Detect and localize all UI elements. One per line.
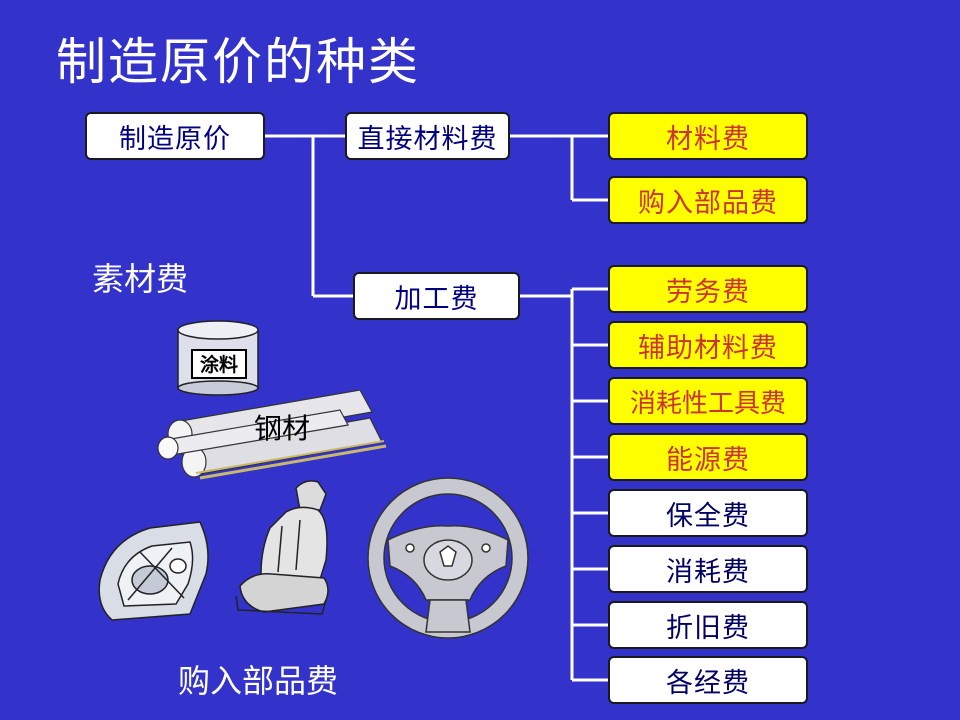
raw-material-caption: 素材费: [92, 260, 189, 298]
processing-node: 加工费: [353, 272, 520, 320]
purchased-parts-caption: 购入部品费: [178, 662, 339, 700]
leaf-auxiliary-material: 辅助材料费: [608, 321, 808, 369]
paint-label: 涂料: [200, 353, 238, 376]
steel-pipes-icon: [157, 389, 387, 480]
paint-can-icon: 涂料: [177, 320, 259, 396]
steel-label: 钢材: [254, 412, 310, 445]
leaf-material: 材料费: [608, 112, 808, 160]
headlight-icon: [98, 521, 209, 621]
steering-wheel-icon: [367, 477, 529, 639]
leaf-depreciation: 折旧费: [608, 601, 808, 649]
leaf-consumption: 消耗费: [608, 545, 808, 593]
page-title: 制造原价的种类: [56, 33, 420, 91]
leaf-labor: 劳务费: [608, 265, 808, 313]
root-node: 制造原价: [85, 112, 265, 160]
leaf-energy: 能源费: [608, 433, 808, 481]
leaf-consumable-tools: 消耗性工具费: [608, 377, 808, 425]
leaf-misc-expenses: 各经费: [608, 656, 808, 704]
direct-material-node: 直接材料费: [345, 112, 510, 160]
leaf-maintenance: 保全费: [608, 489, 808, 537]
car-seat-icon: [235, 480, 329, 615]
leaf-purchased-parts: 购入部品费: [608, 176, 808, 224]
